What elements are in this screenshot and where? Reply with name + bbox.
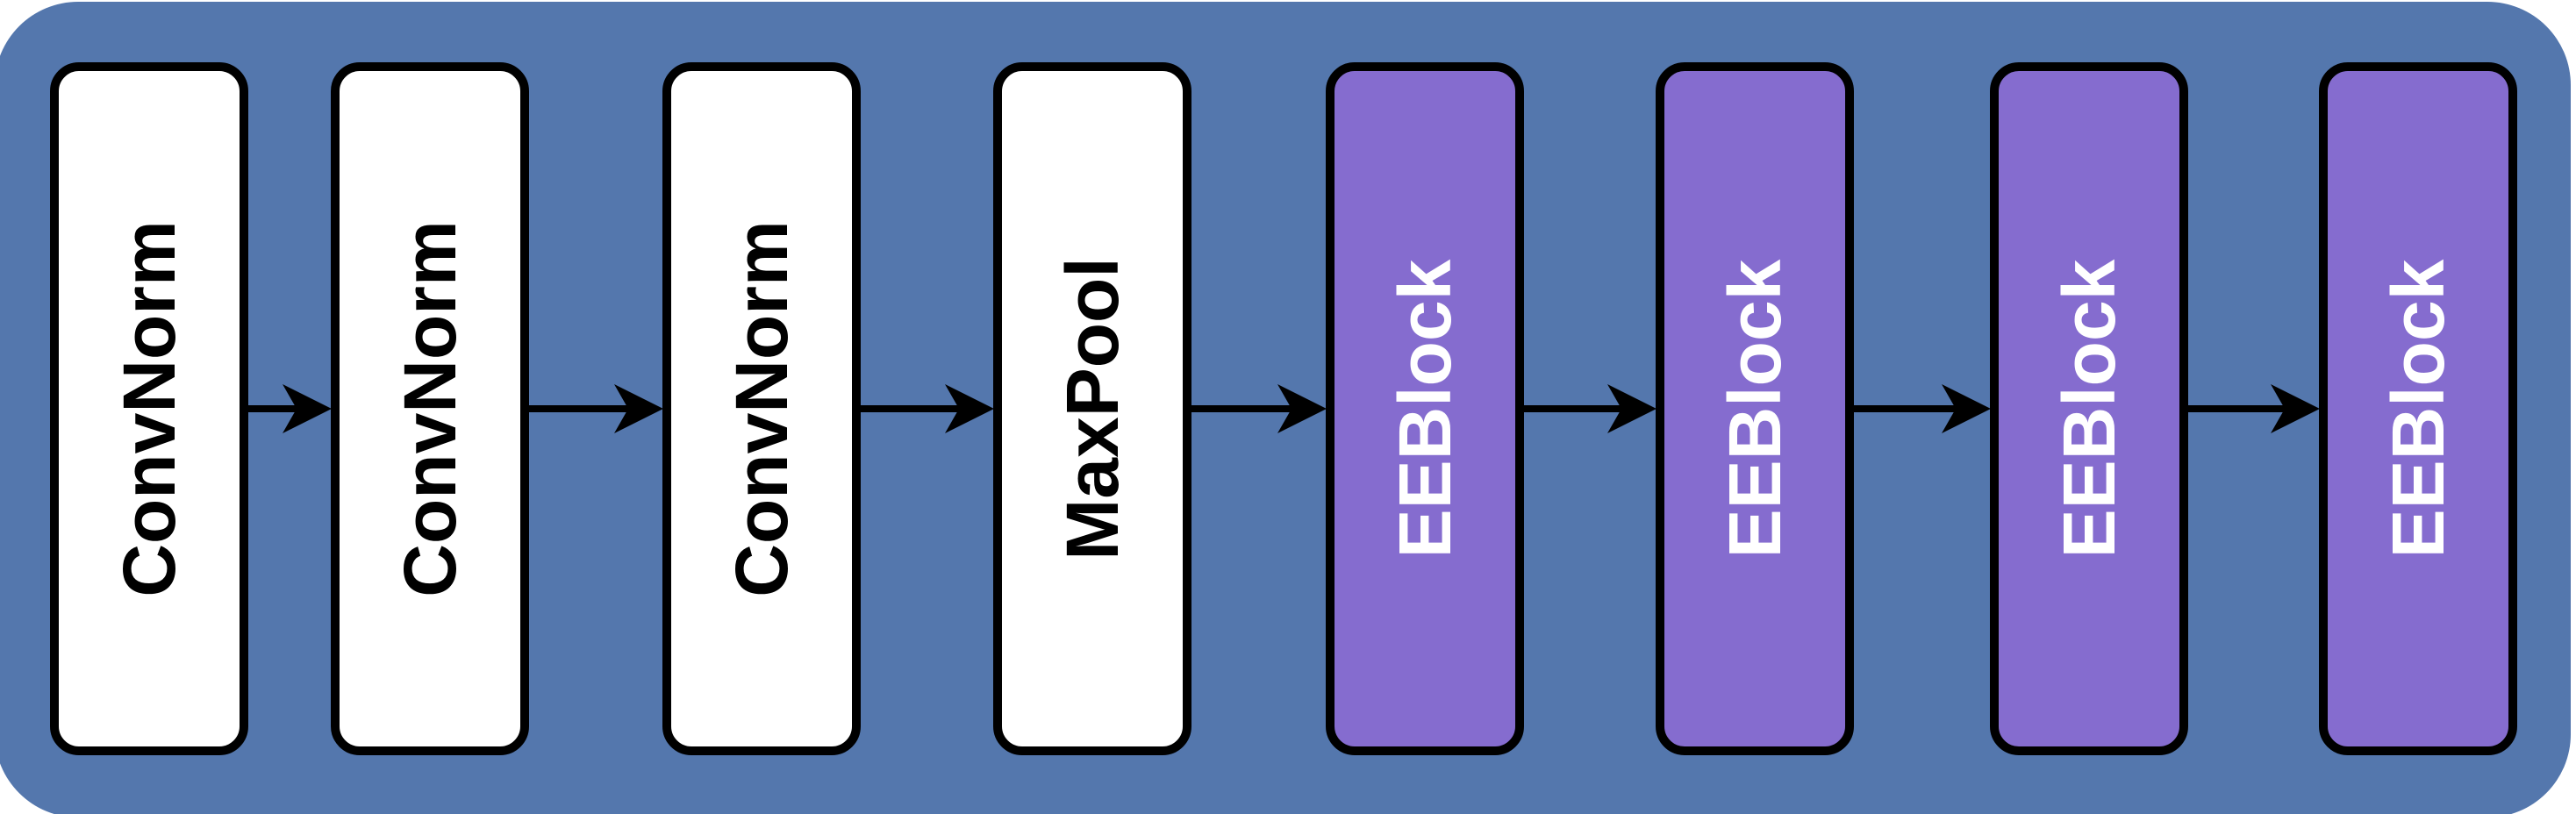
arrowhead	[1942, 384, 1991, 433]
blocks-layer: ConvNorm ConvNorm ConvNorm MaxPool EEBlock EE…	[50, 62, 2517, 755]
arrow-7-to-8	[2187, 384, 2320, 433]
arrows-layer	[247, 384, 2320, 433]
block-box	[331, 62, 529, 755]
block-label: ConvNorm	[720, 220, 803, 596]
block-eeblock-5: EEBlock	[1326, 62, 1524, 755]
block-box	[1990, 62, 2188, 755]
block-box	[993, 62, 1191, 755]
block-convnorm-3: ConvNorm	[662, 62, 861, 755]
block-box	[50, 62, 248, 755]
arrowhead	[283, 384, 332, 433]
block-convnorm-1: ConvNorm	[50, 62, 248, 755]
block-label: EEBlock	[1714, 259, 1796, 558]
arrow-1-to-2	[247, 384, 332, 433]
block-box	[2319, 62, 2517, 755]
block-eeblock-6: EEBlock	[1656, 62, 1854, 755]
arrow-4-to-5	[1191, 384, 1327, 433]
arrowhead	[2271, 384, 2320, 433]
arrow-6-to-7	[1853, 384, 1991, 433]
block-maxpool-4: MaxPool	[993, 62, 1191, 755]
block-label: ConvNorm	[108, 220, 190, 596]
block-label: MaxPool	[1051, 257, 1134, 560]
block-label: EEBlock	[1384, 259, 1466, 558]
block-eeblock-8: EEBlock	[2319, 62, 2517, 755]
arrowhead	[1607, 384, 1657, 433]
block-label: EEBlock	[2048, 259, 2130, 558]
block-label: EEBlock	[2377, 259, 2459, 558]
block-box	[662, 62, 861, 755]
arrow-3-to-4	[860, 384, 994, 433]
arrow-5-to-6	[1523, 384, 1657, 433]
block-eeblock-7: EEBlock	[1990, 62, 2188, 755]
block-label: ConvNorm	[389, 220, 471, 596]
block-box	[1326, 62, 1524, 755]
arrowhead	[945, 384, 994, 433]
arrowhead	[1277, 384, 1327, 433]
block-box	[1656, 62, 1854, 755]
arrowhead	[614, 384, 663, 433]
block-convnorm-2: ConvNorm	[331, 62, 529, 755]
arrow-2-to-3	[528, 384, 663, 433]
